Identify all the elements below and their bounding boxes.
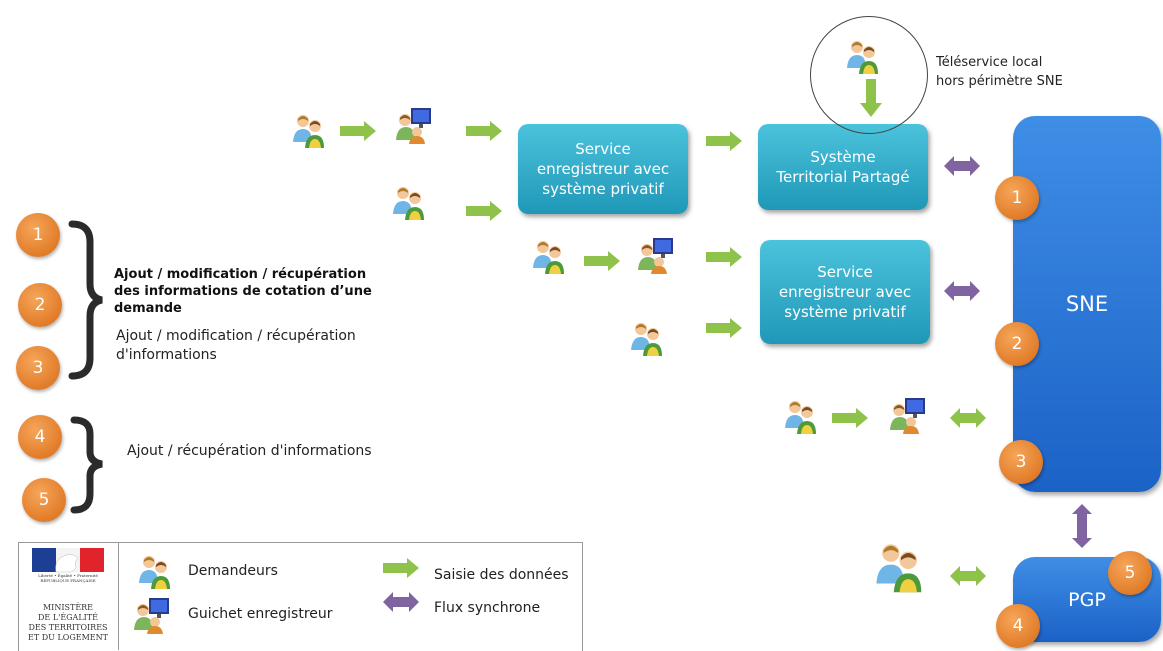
- legend-guichet: Guichet enregistreur: [188, 606, 333, 622]
- logo-flag-red: [80, 548, 104, 572]
- computer-user-icon: [638, 238, 673, 274]
- green-arrow-icon: [706, 131, 742, 151]
- service-enregistreur-label-top: Service enregistreur avec système privat…: [536, 140, 670, 198]
- computer-user-icon: [396, 108, 431, 144]
- legend-group1-bold-text: Ajout / modification / récupération des …: [114, 266, 394, 317]
- badge-4-legend: 4: [18, 415, 62, 459]
- badge-1-sne: 1: [995, 176, 1039, 220]
- green-double-arrow-icon: [950, 408, 986, 428]
- logo-flag-blue: [32, 548, 56, 572]
- purple-double-arrow-icon: [944, 156, 980, 176]
- people-icon: [139, 556, 170, 589]
- legend-group1-regular-text: Ajout / modification / récupération d'in…: [116, 328, 356, 363]
- sne-block: SNE: [1013, 116, 1161, 492]
- green-arrow-icon: [340, 121, 376, 141]
- badge-5-pgp: 5: [1108, 551, 1152, 595]
- service-enregistreur-box-top: Service enregistreur avec système privat…: [518, 124, 688, 214]
- green-double-arrow-icon: [950, 566, 986, 586]
- sne-label: SNE: [1065, 292, 1109, 316]
- people-icon: [847, 41, 878, 74]
- legend-group2-text: Ajout / récupération d'informations: [127, 443, 372, 459]
- green-arrow-icon: [832, 408, 868, 428]
- legend-demandeurs: Demandeurs: [188, 563, 278, 579]
- brace-2-icon: [70, 416, 103, 514]
- people-icon: [631, 323, 662, 356]
- republique-logo: Liberté • Égalité • Fraternité RÉPUBLIQU…: [32, 548, 104, 588]
- purple-double-arrow-icon: [944, 281, 980, 301]
- people-icon: [393, 187, 424, 220]
- service-enregistreur-box-mid: Service enregistreur avec système privat…: [760, 240, 930, 344]
- computer-user-icon: [134, 598, 169, 634]
- green-arrow-icon: [706, 318, 742, 338]
- computer-user-icon: [890, 398, 925, 434]
- badge-1-legend: 1: [16, 213, 60, 257]
- logo-divider: [118, 542, 119, 650]
- people-icon: [785, 401, 816, 434]
- badge-3-legend: 3: [16, 346, 60, 390]
- green-arrow-down-icon: [860, 79, 882, 117]
- systeme-territorial-label: Système Territorial Partagé: [776, 148, 910, 186]
- badge-2-sne: 2: [995, 322, 1039, 366]
- badge-5-legend: 5: [22, 478, 66, 522]
- badge-4-pgp: 4: [996, 604, 1040, 648]
- people-icon: [533, 241, 564, 274]
- ministry-name: MINISTÈRE DE L'ÉGALITÉ DES TERRITOIRES E…: [28, 603, 108, 642]
- green-arrow-icon: [466, 121, 502, 141]
- purple-vertical-double-arrow-icon: [1072, 504, 1092, 548]
- badge-3-sne: 3: [999, 440, 1043, 484]
- teleservice-circle: [810, 16, 928, 134]
- people-icon: [876, 544, 922, 593]
- republic-tag: Liberté • Égalité • Fraternité RÉPUBLIQU…: [38, 573, 98, 583]
- teleservice-label: Téléservice local hors périmètre SNE: [936, 55, 1063, 89]
- green-arrow-icon: [584, 251, 620, 271]
- systeme-territorial-box: Système Territorial Partagé: [758, 124, 928, 210]
- brace-1-icon: [68, 220, 103, 380]
- badge-2-legend: 2: [18, 283, 62, 327]
- green-arrow-icon: [383, 558, 419, 578]
- people-icon: [293, 115, 324, 148]
- legend-box: [18, 542, 583, 651]
- marianne-icon: [55, 554, 79, 573]
- purple-double-arrow-icon: [383, 592, 419, 612]
- pgp-label: PGP: [1068, 588, 1106, 611]
- green-arrow-icon: [466, 201, 502, 221]
- legend-flux: Flux synchrone: [434, 600, 541, 616]
- green-arrow-icon: [706, 247, 742, 267]
- service-enregistreur-label-mid: Service enregistreur avec système privat…: [778, 263, 912, 321]
- legend-saisie: Saisie des données: [434, 567, 569, 583]
